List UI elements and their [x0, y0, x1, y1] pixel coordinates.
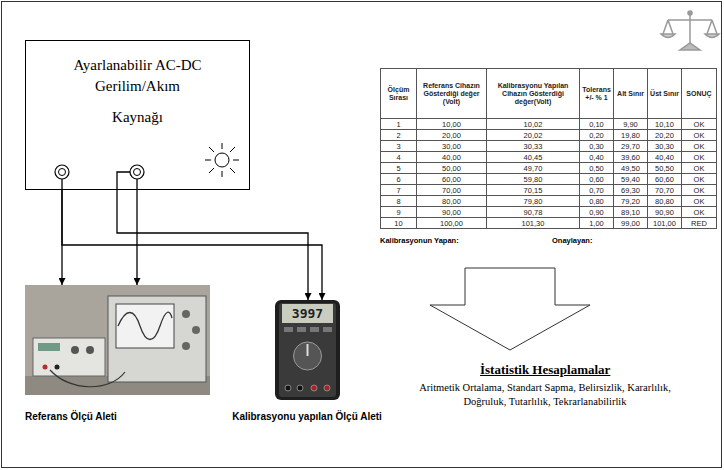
scales-knob	[688, 11, 692, 15]
terminal-outer	[55, 165, 69, 179]
oscilloscope	[108, 296, 206, 382]
scope-knob	[192, 326, 200, 334]
signal-generator	[33, 338, 105, 376]
table-cell: 99,00	[613, 217, 648, 229]
reference-instrument: Referans Ölçü Aleti	[25, 285, 215, 425]
table-header-cell: Tolerans +/- % 1	[579, 68, 614, 119]
signature-label: Onaylayan:	[552, 236, 592, 245]
scales-pan	[661, 34, 675, 38]
dial-pointer	[307, 344, 309, 356]
sun-ray	[230, 168, 235, 173]
terminal-lead	[117, 172, 130, 190]
multimeter-dial	[294, 342, 322, 370]
sun-ray	[209, 168, 214, 173]
scales-beam	[668, 19, 712, 21]
table-header-cell: Alt Sınır	[613, 68, 648, 119]
photo-background	[25, 285, 210, 395]
reference-photo	[25, 285, 210, 395]
sun-ray	[230, 147, 235, 152]
scales-string	[668, 20, 673, 34]
multimeter-body	[275, 300, 340, 400]
source-terminals	[55, 165, 144, 190]
table-cell: 101,30	[486, 217, 580, 229]
table-cell: 1,00	[579, 217, 614, 229]
scales-string	[707, 20, 712, 34]
multimeter-button	[297, 327, 306, 332]
node-text: Ayarlanabilir AC-DC Gerilim/Akım	[48, 55, 228, 97]
scope-knob	[182, 342, 190, 350]
terminal-lead	[136, 179, 137, 190]
scales-pole	[689, 14, 691, 46]
scales-string	[712, 20, 717, 34]
table-cell: 100,00	[416, 217, 487, 229]
multimeter-photo	[275, 300, 340, 400]
scales-icon	[661, 11, 719, 50]
generator-jack	[55, 365, 60, 370]
scales-base	[680, 43, 700, 50]
multimeter-jack	[324, 385, 330, 391]
scope-knob	[182, 310, 190, 318]
statistics-heading: İstatistik Hesaplamalar	[480, 362, 610, 378]
block-arrow	[430, 268, 590, 350]
source-box: Ayarlanabilir AC-DC Gerilim/AkımKaynağı	[25, 40, 250, 190]
table-cell: 10	[380, 217, 417, 229]
wire-connector	[117, 190, 308, 300]
node-text: Referans Ölçü Aleti	[25, 410, 215, 423]
wire-connector	[136, 190, 137, 285]
table-header-cell: Üst Sınır	[647, 68, 682, 119]
statistics-list: Aritmetik Ortalama, Standart Sapma, Beli…	[411, 381, 679, 409]
terminal-outer	[130, 165, 144, 179]
sun-ray	[222, 171, 223, 177]
oscilloscope-screen	[116, 304, 174, 348]
multimeter-face	[279, 303, 336, 397]
multimeter-button	[323, 327, 332, 332]
table-header-cell: Ölçüm Sırası	[380, 68, 417, 119]
multimeter-button	[284, 327, 293, 332]
table-header-cell: Referans Cihazın Gösterdiği değer (Volt)	[416, 68, 487, 119]
node-text: Kaynağı	[34, 107, 241, 128]
terminal-inner	[59, 169, 66, 176]
multimeter-button	[310, 327, 319, 332]
sine-wave	[118, 312, 172, 339]
sun-ray	[209, 147, 214, 152]
probe-cable	[50, 370, 125, 387]
scales-pan	[705, 34, 719, 38]
scales-string	[663, 20, 668, 34]
node-text: Kalibrasyonu yapılan Ölçü Aleti	[222, 410, 392, 423]
multimeter-lcd	[282, 304, 333, 323]
table-header-cell: Kalibrasyonu Yapılan Cihazın Gösterdiği …	[486, 68, 580, 119]
sun-ray	[222, 143, 223, 149]
generator-jack	[43, 365, 48, 370]
terminal-inner	[134, 169, 141, 176]
generator-knob	[71, 346, 79, 354]
signature-label: Kalibrasyonun Yapan:	[380, 236, 459, 245]
sun-ray	[205, 160, 211, 161]
multimeter-jack	[297, 385, 303, 391]
display-reading: 3997	[282, 305, 333, 322]
multimeter-jack	[285, 385, 291, 391]
sun-disc	[215, 153, 229, 167]
wire-connector	[62, 190, 322, 300]
multimeter-jack	[311, 385, 317, 391]
generator-display	[38, 343, 60, 351]
sun-ray	[233, 160, 239, 161]
generator-knob	[86, 346, 94, 354]
table-header-cell: SONUÇ	[681, 68, 717, 119]
table-cell: 101,00	[647, 217, 682, 229]
terminal-lead	[61, 179, 62, 190]
table-cell: RED	[681, 217, 717, 229]
sun-symbol	[205, 143, 239, 177]
